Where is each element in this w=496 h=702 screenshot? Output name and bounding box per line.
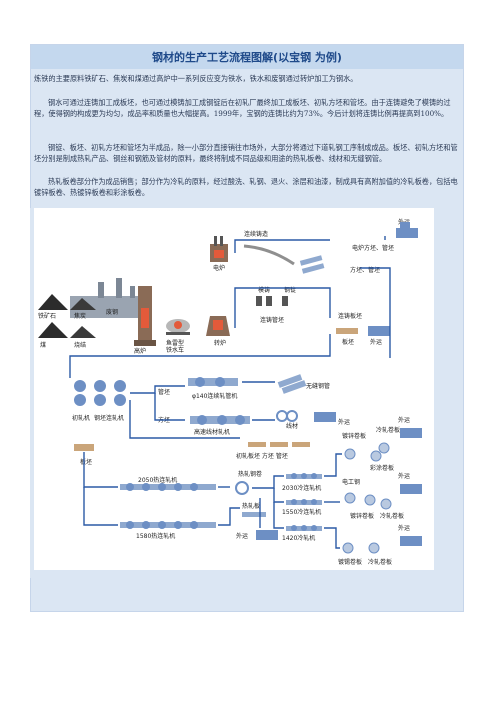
tube-mill-illustration bbox=[188, 377, 238, 387]
export-ship-icon-3 bbox=[314, 412, 336, 422]
label-blooming-mill: 初轧机 bbox=[72, 414, 90, 422]
export-ship-icon-7 bbox=[400, 536, 422, 546]
label-ingot: 钢锭 bbox=[284, 286, 296, 294]
label-cc-slab: 连铸管坯 bbox=[260, 316, 284, 324]
label-billets: 方坯、管坯 bbox=[350, 266, 380, 274]
label-electrical-steel: 电工钢 bbox=[342, 478, 360, 486]
label-iron-ore: 铁矿石 bbox=[38, 312, 56, 320]
sinter-pile-icon bbox=[70, 326, 96, 338]
label-color-coated-1: 彩涂卷板 bbox=[370, 464, 394, 472]
product-coils-1 bbox=[344, 442, 390, 462]
label-blast-furnace: 高炉 bbox=[134, 347, 146, 355]
product-coils-3 bbox=[342, 542, 380, 554]
flow-lines bbox=[69, 236, 391, 378]
export-ship-icon-2 bbox=[368, 326, 390, 336]
label-semi-products: 初轧板坯 方坯 管坯 bbox=[236, 452, 288, 460]
label-1550-mill: 1550冷连轧机 bbox=[282, 508, 321, 516]
paragraph-1: 炼铁的主要原料铁矿石、焦炭和煤通过高炉中一系列反应变为铁水，铁水和废钢通过转炉加… bbox=[34, 74, 358, 83]
label-cold-coil-3: 冷轧卷板 bbox=[368, 558, 392, 566]
slab-icon bbox=[336, 328, 358, 334]
label-export-3: 外运 bbox=[338, 418, 350, 426]
seamless-pipe-icons bbox=[277, 374, 307, 394]
label-cold-coil-2: 冷轧卷板 bbox=[380, 512, 404, 520]
label-torpedo-2: 铁水车 bbox=[166, 346, 184, 354]
label-scrap: 废钢 bbox=[106, 308, 118, 316]
cold-mill-2030 bbox=[286, 473, 322, 479]
label-export-4: 外运 bbox=[236, 532, 248, 540]
billet-product-icons bbox=[299, 255, 325, 274]
label-coal: 煤 bbox=[40, 341, 46, 349]
page-title: 钢材的生产工艺流程图解(以宝钢 为例) bbox=[152, 51, 342, 64]
paragraph-4: 热轧板卷部分作为成品销售；部分作为冷轧的原料，经过酸洗、轧钢、退火、涂层和油漆，… bbox=[34, 177, 458, 197]
converter-illustration bbox=[206, 316, 230, 336]
label-slab-2: 板坯 bbox=[80, 458, 92, 466]
label-export-2: 外运 bbox=[370, 338, 382, 346]
label-converter: 转炉 bbox=[214, 339, 226, 347]
label-1420-mill: 1420冷轧机 bbox=[282, 534, 315, 542]
label-export-6: 外运 bbox=[398, 472, 410, 480]
export-ship-icon-6 bbox=[400, 484, 422, 494]
ingot-molds bbox=[256, 296, 288, 306]
flow-lines-mid bbox=[129, 381, 275, 439]
label-slab: 板坯 bbox=[342, 338, 354, 346]
hot-plate-icon bbox=[242, 512, 266, 517]
export-ship-icon-1 bbox=[396, 222, 418, 238]
label-torpedo-1: 鱼雷型 bbox=[166, 339, 184, 347]
coal-pile-icon bbox=[38, 322, 68, 338]
cold-mill-1550 bbox=[286, 499, 322, 505]
label-tinplate: 镀锡卷板 bbox=[338, 558, 362, 566]
label-ef-billets: 电炉方坯、管坯 bbox=[352, 244, 394, 252]
label-galvanized-2: 镀锌卷板 bbox=[350, 512, 374, 520]
label-cold-coil-1: 冷轧卷板 bbox=[376, 426, 400, 434]
paragraph-3: 钢锭、板坯、初轧方坯和管坯为半成品，除一小部分直接销往市场外，大部分将通过下道轧… bbox=[34, 143, 458, 163]
process-flow-diagram: 铁矿石 焦炭 煤 烧结 高炉 鱼雷型 铁水车 转炉 电炉 废钢 连续铸造 电炉方… bbox=[30, 208, 434, 578]
label-2050-mill: 2050热连轧机 bbox=[138, 476, 177, 484]
label-1580-mill: 1580热连轧机 bbox=[136, 532, 175, 540]
hot-coil-icon bbox=[235, 481, 249, 495]
wire-rod-mill-illustration bbox=[190, 415, 250, 425]
sinter-plant-illustration bbox=[70, 278, 140, 318]
slab-icon-2 bbox=[74, 444, 94, 451]
wire-coil-icons bbox=[276, 410, 298, 422]
label-coke: 焦炭 bbox=[74, 312, 86, 320]
blast-furnace-illustration bbox=[134, 286, 156, 346]
label-continuous-slab: 连铸板坯 bbox=[338, 312, 362, 320]
label-export-5: 外运 bbox=[398, 416, 410, 424]
title-bar: 钢材的生产工艺流程图解(以宝钢 为例) bbox=[31, 45, 463, 69]
label-phi140-mill: φ140连续轧管机 bbox=[192, 392, 237, 400]
casting-strand bbox=[243, 244, 295, 266]
label-continuous-casting: 连续铸造 bbox=[244, 230, 268, 238]
label-export-7: 外运 bbox=[398, 524, 410, 532]
blooming-mill-illustration bbox=[74, 380, 126, 406]
hot-strip-mill-1580 bbox=[120, 521, 216, 529]
label-tube-billet: 管坯 bbox=[158, 388, 170, 396]
label-billet-mill: 钢坯连轧机 bbox=[94, 414, 124, 422]
product-coils-2 bbox=[344, 492, 392, 510]
flow-lines-bottom bbox=[83, 452, 342, 549]
paragraph-2: 钢水可通过连铸加工成板坯，也可通过模铸加工成钢锭后在初轧厂最终加工成板坯、初轧方… bbox=[34, 98, 451, 118]
semi-product-icons bbox=[248, 442, 310, 447]
label-wire-rod-mill: 高速线材轧机 bbox=[194, 428, 230, 436]
label-2030-mill: 2030冷连轧机 bbox=[282, 484, 321, 492]
torpedo-car-illustration bbox=[166, 319, 190, 335]
label-galvanized-1: 镀锌卷板 bbox=[342, 432, 366, 440]
label-ingot-casting: 模铸 bbox=[258, 286, 270, 294]
label-electric-furnace: 电炉 bbox=[213, 264, 225, 272]
iron-ore-pile-icon bbox=[38, 294, 68, 310]
label-sinter: 烧结 bbox=[74, 341, 86, 349]
label-wire-rod: 线材 bbox=[286, 422, 298, 430]
export-ship-icon-4 bbox=[256, 530, 278, 540]
label-hot-plate: 热轧板 bbox=[242, 502, 260, 510]
electric-furnace-illustration bbox=[210, 236, 228, 262]
label-seamless-pipe: 无缝钢管 bbox=[306, 382, 330, 390]
export-ship-icon-5 bbox=[400, 428, 422, 438]
cold-mill-1420 bbox=[286, 525, 322, 531]
label-hot-coil: 热轧钢卷 bbox=[238, 470, 262, 478]
hot-strip-mill-2050 bbox=[120, 483, 216, 491]
coke-pile-icon bbox=[70, 298, 96, 310]
